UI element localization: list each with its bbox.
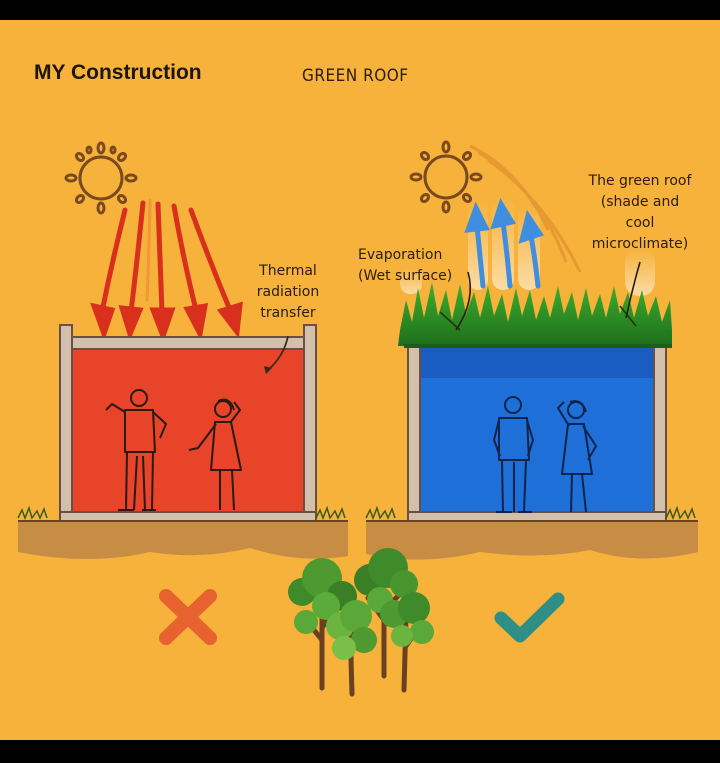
thermal-line-3: transfer [260,305,316,321]
person-man-cool [493,396,534,513]
thermal-pointer [267,335,289,371]
bottom-letterbox [0,740,720,758]
green-roof-line-3: cool [625,215,655,231]
diagram-title: GREEN ROOF [302,66,409,86]
ground-right [365,505,698,560]
hot-house [59,324,317,523]
evaporation-line-2: (Wet surface) [358,268,453,284]
evaporation-pointer [455,271,472,331]
thermal-line-1: Thermal [259,263,317,279]
sun-icon-left [64,141,138,215]
thermal-radiation-label: Thermal radiation transfer [240,261,336,324]
hot-roof-slab [59,336,317,350]
hot-wall-left [59,324,73,522]
green-roof-line-2: (shade and [600,194,680,210]
green-roof-line-1: The green roof [588,173,692,189]
top-letterbox [0,0,720,20]
green-roof-grass [398,261,672,348]
person-woman-cool [557,400,597,513]
hot-interior [70,347,306,515]
checkmark-icon [494,592,565,643]
ground-left [17,505,348,559]
cross-icon [159,589,217,645]
evaporation-arrows [464,198,544,289]
cool-house [407,324,667,523]
trees-illustration [288,548,434,697]
person-man-hot [105,389,167,511]
person-woman-hot [188,398,242,511]
thermal-line-2: radiation [256,284,320,300]
hot-wall-right [303,324,317,522]
green-roof-label: The green roof (shade and cool microclim… [578,171,702,255]
evaporation-line-1: Evaporation [358,247,443,263]
green-roof-line-4: microclimate) [591,236,689,252]
heat-arrows [90,198,243,344]
cool-wall-left [407,324,421,522]
brand-title: MY Construction [34,61,202,84]
cool-wall-right [653,324,667,522]
sun-streaks [469,144,582,273]
sun-icon-right [409,140,483,214]
green-roof-pointer [625,261,641,319]
evaporation-label: Evaporation (Wet surface) [358,245,462,287]
